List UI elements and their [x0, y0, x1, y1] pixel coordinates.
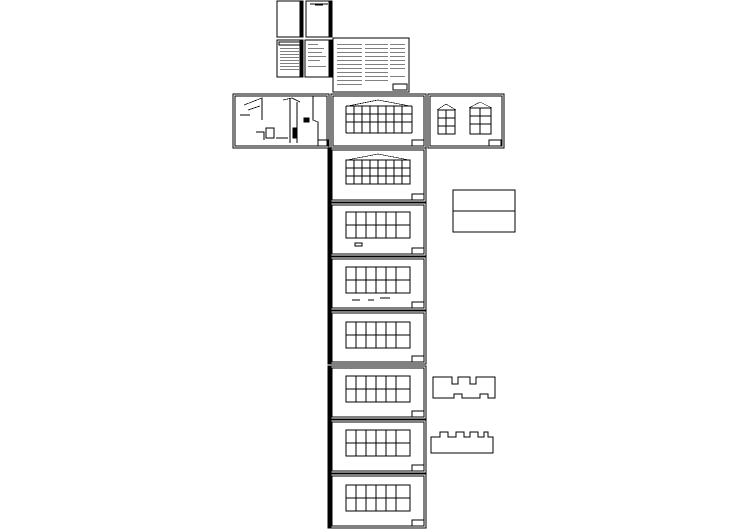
sheet-front-elevation[interactable] — [330, 93, 427, 149]
sheet-floor-plan-1[interactable] — [327, 202, 427, 257]
sheet-floor-plan-5[interactable] — [327, 419, 427, 474]
sheet-side-elevations[interactable] — [427, 93, 505, 149]
sheet-general-notes[interactable] — [332, 37, 410, 93]
sheet-floor-plan-2[interactable] — [327, 256, 427, 311]
table-block[interactable] — [452, 189, 516, 233]
sheet-rear-elevation[interactable] — [327, 147, 427, 203]
sheet-floor-plan-3[interactable] — [327, 310, 427, 365]
sheet-details[interactable] — [232, 93, 330, 149]
sheet-floor-plan-4[interactable] — [327, 365, 427, 420]
sheet-design-notes-a[interactable] — [276, 39, 304, 78]
sheet-design-notes-b[interactable] — [304, 39, 333, 78]
sheet-cover[interactable] — [276, 0, 333, 38]
sheet-floor-plan-6[interactable] — [327, 473, 427, 529]
plan-outline-2[interactable] — [430, 431, 494, 454]
plan-outline-1[interactable] — [432, 376, 496, 399]
